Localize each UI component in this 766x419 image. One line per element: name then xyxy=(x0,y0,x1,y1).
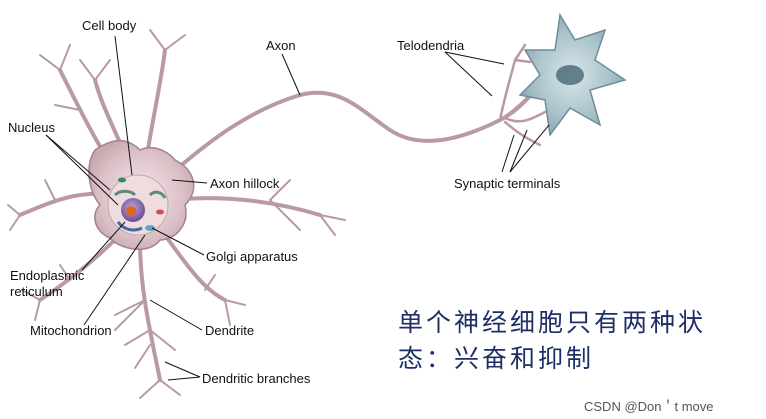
label-axon-hillock: Axon hillock xyxy=(210,176,280,191)
label-synaptic-terminals: Synaptic terminals xyxy=(454,176,561,191)
leader-lines xyxy=(45,35,550,381)
label-axon: Axon xyxy=(266,38,296,53)
label-telodendria: Telodendria xyxy=(397,38,465,53)
axon-process xyxy=(168,83,542,177)
cell-body-shape xyxy=(88,139,195,251)
caption-line-2: 态：兴奋和抑制 xyxy=(398,344,595,373)
label-endoplasmic: Endoplasmic xyxy=(10,268,85,283)
label-golgi-apparatus: Golgi apparatus xyxy=(206,249,298,264)
label-cell-body: Cell body xyxy=(82,18,137,33)
caption-line-1: 单个神经细胞只有两种状 xyxy=(398,308,707,337)
label-reticulum: reticulum xyxy=(10,284,63,299)
target-nucleus xyxy=(556,65,584,85)
watermark: CSDN @Don＇t move xyxy=(584,399,714,414)
label-mitochondrion: Mitochondrion xyxy=(30,323,112,338)
label-dendrite: Dendrite xyxy=(205,323,255,338)
label-nucleus: Nucleus xyxy=(8,120,55,135)
label-dendritic-branches: Dendritic branches xyxy=(202,371,311,386)
